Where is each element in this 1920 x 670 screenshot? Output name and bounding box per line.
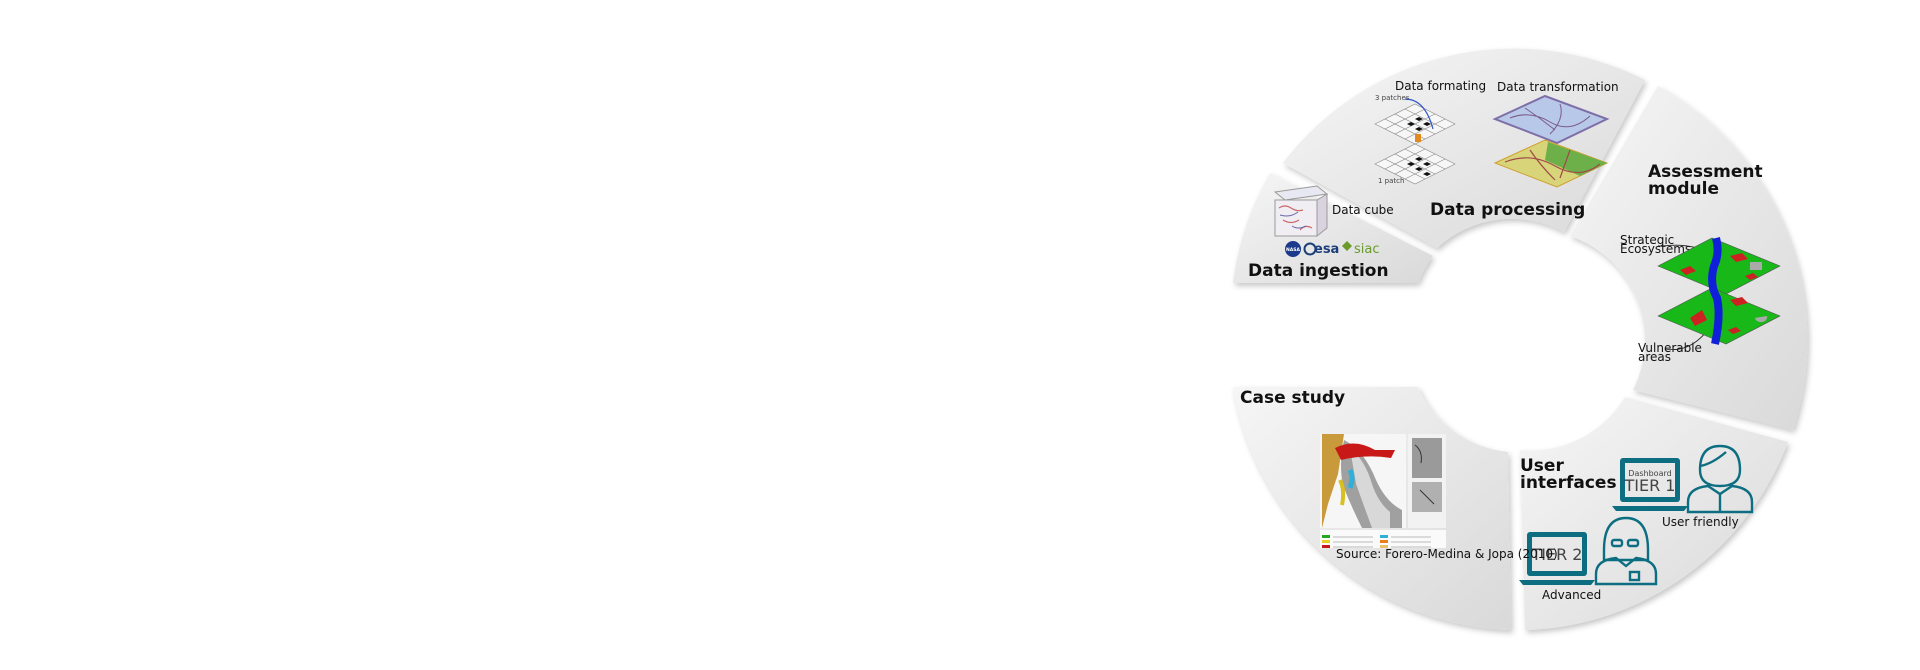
case-study-legend bbox=[1320, 530, 1446, 548]
case-study-source: Source: Forero-Medina & Jopa (2010) bbox=[1336, 547, 1558, 561]
tier2-caption: Advanced bbox=[1542, 588, 1601, 602]
esa-logo: esa bbox=[1303, 242, 1339, 257]
transformation-map-top bbox=[1492, 94, 1610, 145]
user-friendly-person-icon bbox=[1686, 444, 1754, 514]
assessment-module-group: Assessment module Strategic Ecosystems V… bbox=[1620, 162, 1781, 364]
data-processing-group: Data formating Data transformation 3 pat… bbox=[1374, 79, 1619, 220]
data-ingestion-title: Data ingestion bbox=[1248, 261, 1389, 281]
svg-text:esa: esa bbox=[1314, 242, 1339, 257]
user-interfaces-title-line1: User bbox=[1520, 456, 1564, 476]
siac-logo: siac bbox=[1342, 241, 1380, 257]
data-cube-label: Data cube bbox=[1332, 203, 1394, 217]
tier1-caption: User friendly bbox=[1662, 515, 1739, 529]
patch-arrow bbox=[1404, 98, 1434, 130]
svg-text:TIER 2: TIER 2 bbox=[1531, 545, 1583, 564]
ecosystem-layer-top bbox=[1657, 237, 1781, 295]
patch-grid-bottom bbox=[1374, 143, 1456, 185]
patches-bottom-label: 1 patch bbox=[1378, 177, 1404, 185]
case-study-title: Case study bbox=[1240, 388, 1345, 408]
svg-text:Dashboard: Dashboard bbox=[1628, 469, 1671, 478]
svg-text:siac: siac bbox=[1354, 242, 1380, 257]
data-ingestion-group: Data cube NASA esa siac Data ingestion bbox=[1248, 185, 1394, 281]
tier1-laptop-icon: Dashboard TIER 1 bbox=[1612, 458, 1688, 511]
data-cube-icon bbox=[1273, 185, 1329, 238]
user-interfaces-group: User interfaces Dashboard TIER 1 User fr… bbox=[1519, 444, 1754, 602]
patches-top-label: 3 patches bbox=[1375, 94, 1410, 102]
svg-text:NASA: NASA bbox=[1286, 247, 1300, 253]
advanced-person-icon bbox=[1594, 516, 1658, 586]
nasa-logo: NASA bbox=[1285, 241, 1301, 257]
transformation-map-bottom bbox=[1493, 139, 1609, 188]
patch-marker bbox=[1415, 134, 1421, 142]
assessment-title-line2: module bbox=[1648, 179, 1719, 199]
svg-text:TIER 1: TIER 1 bbox=[1624, 476, 1676, 495]
patch-grid-top bbox=[1374, 103, 1456, 145]
assessment-title-line1: Assessment bbox=[1648, 162, 1763, 182]
data-formatting-label: Data formating bbox=[1395, 79, 1486, 93]
strategic-label-line1: Strategic bbox=[1620, 233, 1674, 247]
data-transformation-label: Data transformation bbox=[1497, 80, 1619, 94]
vulnerable-label-line2: areas bbox=[1638, 350, 1671, 364]
tier2-laptop-icon: TIER 2 bbox=[1519, 532, 1595, 585]
case-study-map bbox=[1320, 434, 1446, 528]
data-processing-title: Data processing bbox=[1430, 200, 1585, 220]
vulnerable-label-line1: Vulnerable bbox=[1638, 341, 1702, 355]
case-study-group: Case study Source: Forero-Medina & Jopa … bbox=[1240, 388, 1558, 561]
user-interfaces-title-line2: interfaces bbox=[1520, 473, 1617, 493]
strategic-label-line2: Ecosystems bbox=[1620, 242, 1691, 256]
river-icon bbox=[1708, 236, 1723, 345]
